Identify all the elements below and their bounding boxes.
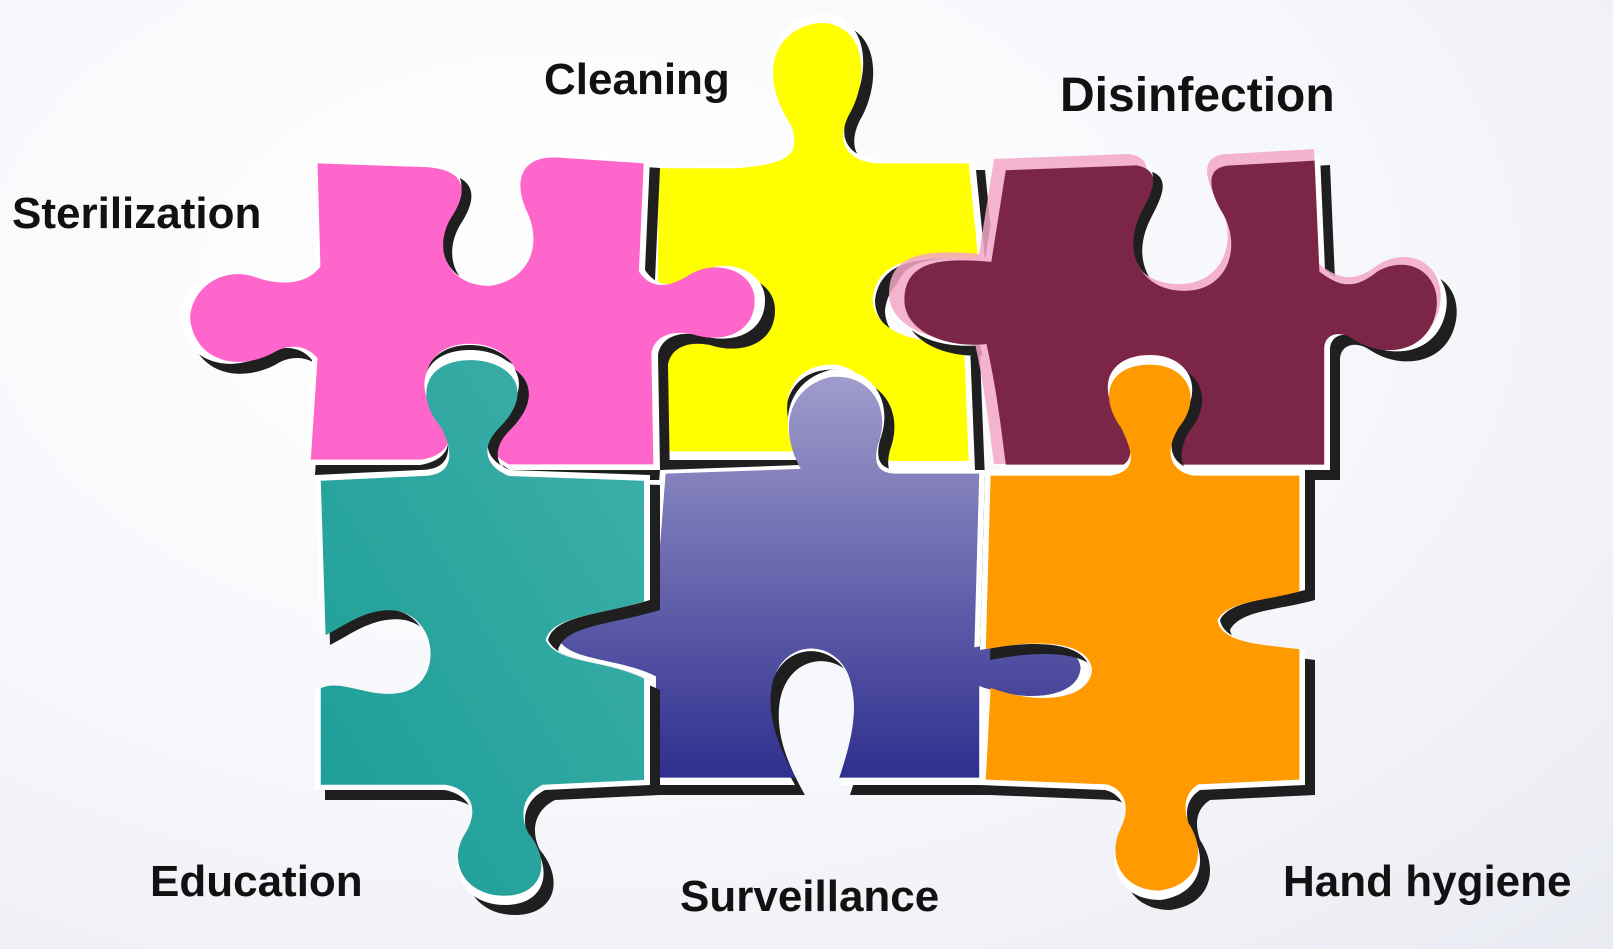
label-hand-hygiene: Hand hygiene [1283,857,1572,906]
piece-hand-hygiene [980,355,1315,910]
piece-surveillance [548,369,1100,795]
label-sterilization: Sterilization [12,189,262,238]
piece-disinfection [889,149,1457,480]
label-disinfection: Disinfection [1060,69,1335,122]
piece-cleaning [650,13,995,480]
label-surveillance: Surveillance [680,872,940,921]
label-cleaning: Cleaning [544,55,730,104]
piece-education [315,350,660,915]
label-education: Education [150,857,363,906]
piece-sterilization [180,151,775,480]
